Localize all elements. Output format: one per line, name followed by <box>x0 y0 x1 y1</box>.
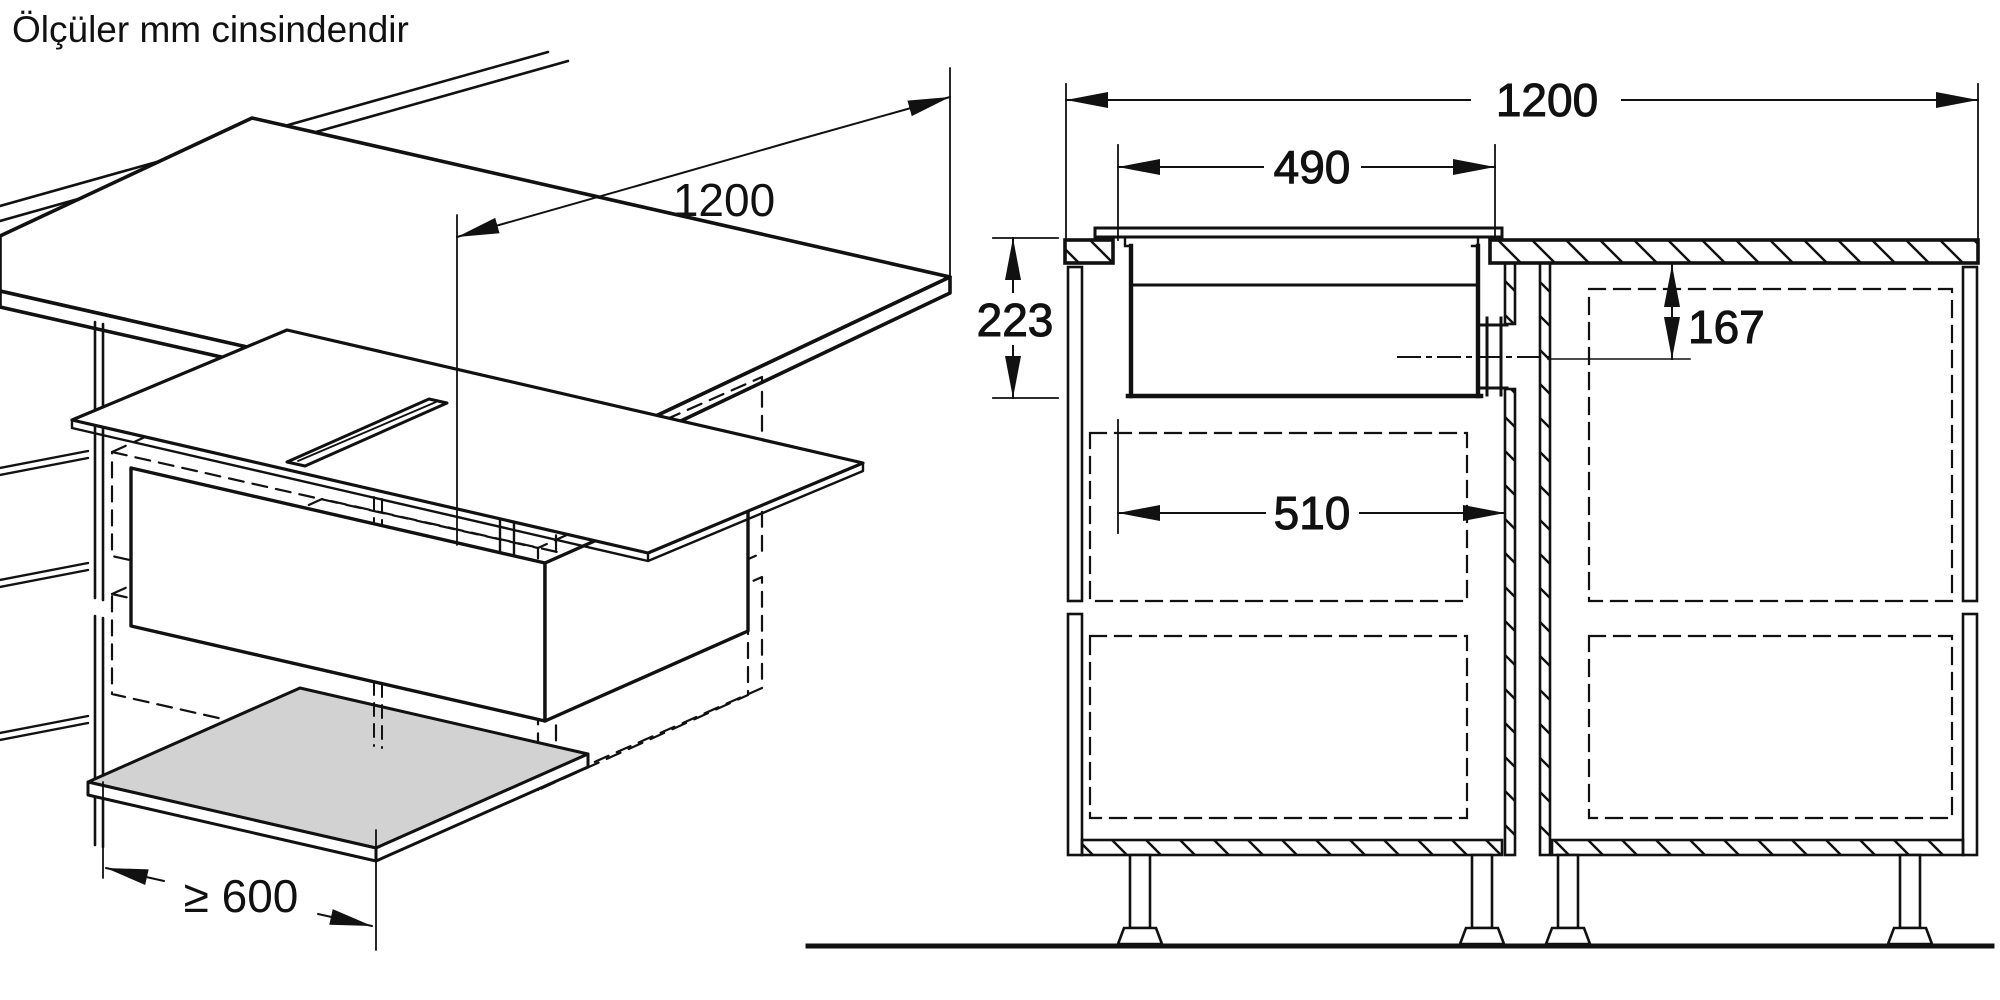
iso-dim-depth-label: ≥ 600 <box>184 870 299 922</box>
duct-outlet <box>1397 316 1691 397</box>
section-dim-duct-offset-label: 167 <box>1688 301 1765 353</box>
section-dim-width <box>1065 83 1979 239</box>
section-dim-inner-depth-label: 510 <box>1274 487 1351 539</box>
hob-box <box>129 466 750 723</box>
worktop-section <box>1063 238 1980 265</box>
vent-slot <box>285 397 449 468</box>
figure-title: Ölçüler mm cinsindendir <box>12 9 409 50</box>
cabinet-walls <box>1066 261 1979 857</box>
hob-section <box>1093 226 1504 399</box>
dashed-interior <box>1088 287 1954 820</box>
iso-dim-width <box>456 67 951 546</box>
section-dim-height-label: 223 <box>977 294 1054 346</box>
adjacent-cabinet-lines <box>0 449 90 742</box>
isometric-view: 1200 ≥ 600 <box>0 50 952 951</box>
section-dim-cutout-label: 490 <box>1274 141 1351 193</box>
cabinet-legs <box>1116 853 1934 946</box>
hob-glass <box>70 328 865 563</box>
iso-dim-width-label: 1200 <box>673 174 775 226</box>
cabinet-side-panel <box>93 320 105 849</box>
section-view: 1200 490 223 167 510 <box>805 74 1995 949</box>
iso-dim-depth <box>102 781 377 951</box>
section-dim-height <box>992 237 1059 399</box>
section-dim-cutout <box>1117 144 1496 241</box>
section-dim-inner-depth <box>1117 419 1506 534</box>
cabinet-bottom-panels <box>1080 838 1965 857</box>
section-dim-width-label: 1200 <box>1496 74 1598 126</box>
